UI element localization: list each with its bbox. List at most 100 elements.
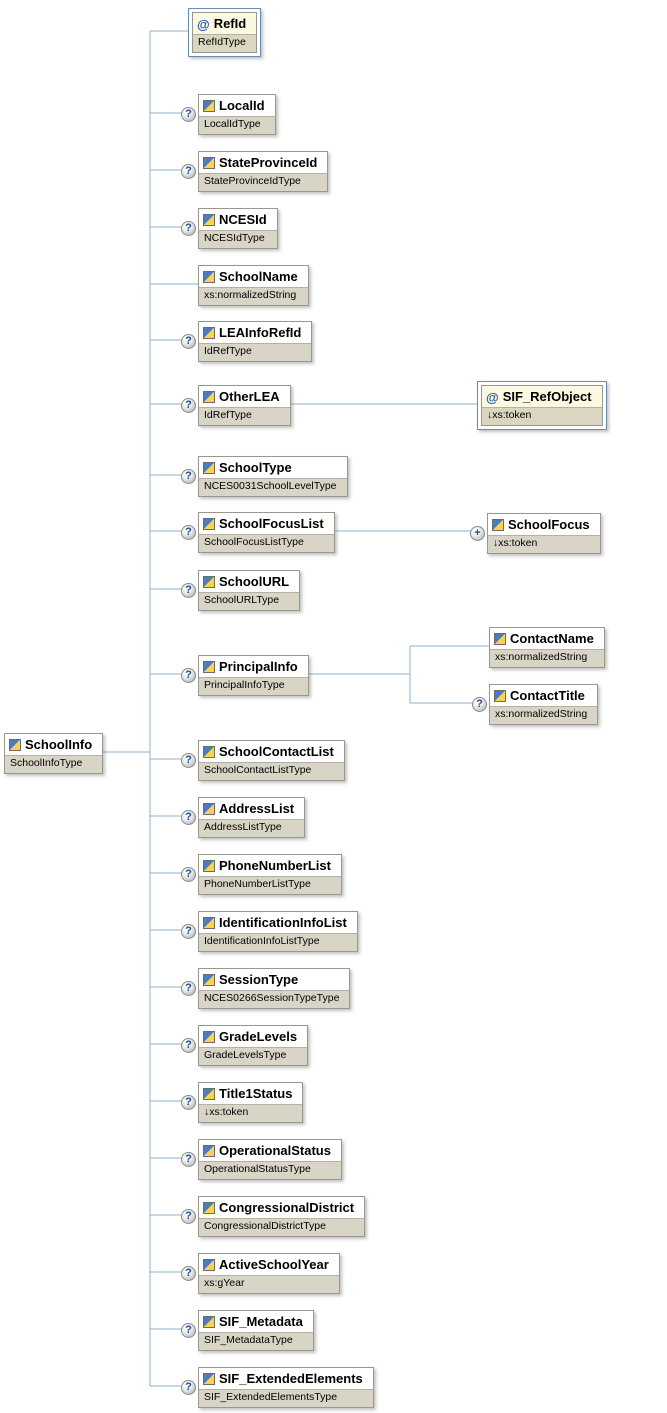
element-header: LEAInfoRefId: [199, 322, 312, 343]
element-header: IdentificationInfoList: [199, 912, 357, 933]
element-node-identificationinfolist[interactable]: ? IdentificationInfoList IdentificationI…: [181, 911, 358, 952]
optional-icon: ?: [181, 1152, 196, 1167]
element-box[interactable]: SchoolName xs:normalizedString: [198, 265, 309, 306]
element-icon: [494, 633, 506, 645]
element-box[interactable]: SchoolFocus ↓xs:token: [487, 513, 601, 554]
element-node-gradelevels[interactable]: ? GradeLevels GradeLevelsType: [181, 1025, 309, 1066]
attribute-box[interactable]: @SIF_RefObject ↓xs:token: [481, 385, 603, 426]
element-node-schoolfocuslist[interactable]: ? SchoolFocusList SchoolFocusListType: [181, 512, 335, 553]
element-node-contacttitle[interactable]: ? ContactTitle xs:normalizedString: [472, 684, 599, 725]
element-node-principalinfo[interactable]: ? PrincipalInfo PrincipalInfoType: [181, 655, 309, 696]
attribute-icon: @: [486, 389, 499, 405]
element-node-sif-extendedelements[interactable]: ? SIF_ExtendedElements SIF_ExtendedEleme…: [181, 1367, 374, 1408]
element-box[interactable]: SchoolType NCES0031SchoolLevelType: [198, 456, 348, 497]
element-node-addresslist[interactable]: ? AddressList AddressListType: [181, 797, 306, 838]
optional-icon: ?: [181, 1038, 196, 1053]
optional-icon: ?: [181, 981, 196, 996]
element-icon: [203, 391, 215, 403]
optional-icon: ?: [181, 221, 196, 236]
element-icon: [203, 1031, 215, 1043]
element-box[interactable]: ContactName xs:normalizedString: [489, 627, 605, 668]
element-type: IdentificationInfoListType: [199, 933, 357, 951]
element-icon: [203, 1259, 215, 1271]
element-node-schooltype[interactable]: ? SchoolType NCES0031SchoolLevelType: [181, 456, 348, 497]
element-node-phonenumberlist[interactable]: ? PhoneNumberList PhoneNumberListType: [181, 854, 342, 895]
element-node-schoolinfo[interactable]: SchoolInfo SchoolInfoType: [4, 733, 104, 774]
element-node-operationalstatus[interactable]: ? OperationalStatus OperationalStatusTyp…: [181, 1139, 342, 1180]
element-node-activeschoolyear[interactable]: ? ActiveSchoolYear xs:gYear: [181, 1253, 340, 1294]
element-node-title1status[interactable]: ? Title1Status ↓xs:token: [181, 1082, 304, 1123]
element-header: ContactTitle: [490, 685, 598, 706]
optional-icon: ?: [181, 107, 196, 122]
element-box[interactable]: PrincipalInfo PrincipalInfoType: [198, 655, 309, 696]
element-box[interactable]: SIF_ExtendedElements SIF_ExtendedElement…: [198, 1367, 374, 1408]
element-type: IdRefType: [199, 343, 312, 361]
element-box[interactable]: LEAInfoRefId IdRefType: [198, 321, 313, 362]
attribute-node-sif-refobject[interactable]: @SIF_RefObject ↓xs:token: [477, 381, 607, 430]
optional-icon: ?: [181, 469, 196, 484]
element-type: NCES0266SessionTypeType: [199, 990, 350, 1008]
element-header: OtherLEA: [199, 386, 290, 407]
element-box[interactable]: SchoolInfo SchoolInfoType: [4, 733, 104, 774]
element-box[interactable]: ContactTitle xs:normalizedString: [489, 684, 599, 725]
element-type: NCESIdType: [199, 230, 277, 248]
element-icon: [203, 1373, 215, 1385]
element-icon: [494, 690, 506, 702]
element-box[interactable]: CongressionalDistrict CongressionalDistr…: [198, 1196, 366, 1237]
global-highlight-frame: @RefId RefIdType: [188, 8, 262, 57]
element-name: SchoolInfo: [25, 737, 93, 752]
element-type: SchoolContactListType: [199, 762, 344, 780]
element-node-congressionaldistrict[interactable]: ? CongressionalDistrict CongressionalDis…: [181, 1196, 366, 1237]
element-node-sif-metadata[interactable]: ? SIF_Metadata SIF_MetadataType: [181, 1310, 314, 1351]
element-node-stateprovinceid[interactable]: ? StateProvinceId StateProvinceIdType: [181, 151, 329, 192]
element-name: SchoolType: [219, 460, 292, 475]
element-header: SchoolFocusList: [199, 513, 334, 534]
element-header: OperationalStatus: [199, 1140, 341, 1161]
element-name: StateProvinceId: [219, 155, 318, 170]
element-box[interactable]: GradeLevels GradeLevelsType: [198, 1025, 309, 1066]
element-box[interactable]: PhoneNumberList PhoneNumberListType: [198, 854, 342, 895]
attribute-node-refid[interactable]: @RefId RefIdType: [188, 8, 262, 57]
element-icon: [203, 1088, 215, 1100]
element-box[interactable]: Title1Status ↓xs:token: [198, 1082, 304, 1123]
attribute-box[interactable]: @RefId RefIdType: [192, 12, 258, 53]
element-name: SchoolName: [219, 269, 298, 284]
element-box[interactable]: SchoolContactList SchoolContactListType: [198, 740, 345, 781]
optional-icon: ?: [181, 398, 196, 413]
element-box[interactable]: IdentificationInfoList IdentificationInf…: [198, 911, 358, 952]
element-box[interactable]: ActiveSchoolYear xs:gYear: [198, 1253, 340, 1294]
element-type: PrincipalInfoType: [199, 677, 308, 695]
element-name: SchoolFocusList: [219, 516, 324, 531]
element-box[interactable]: SchoolURL SchoolURLType: [198, 570, 301, 611]
optional-icon: ?: [181, 583, 196, 598]
element-node-ncesid[interactable]: ? NCESId NCESIdType: [181, 208, 278, 249]
element-node-schoolfocus[interactable]: + SchoolFocus ↓xs:token: [470, 513, 601, 554]
element-header: LocalId: [199, 95, 275, 116]
element-node-otherlea[interactable]: ? OtherLEA IdRefType: [181, 385, 291, 426]
element-node-localid[interactable]: ? LocalId LocalIdType: [181, 94, 276, 135]
element-header: StateProvinceId: [199, 152, 328, 173]
element-box[interactable]: SIF_Metadata SIF_MetadataType: [198, 1310, 314, 1351]
element-box[interactable]: AddressList AddressListType: [198, 797, 306, 838]
element-box[interactable]: LocalId LocalIdType: [198, 94, 276, 135]
element-node-schoolurl[interactable]: ? SchoolURL SchoolURLType: [181, 570, 301, 611]
element-header: SessionType: [199, 969, 350, 990]
element-name: SIF_ExtendedElements: [219, 1371, 363, 1386]
optional-icon: ?: [181, 867, 196, 882]
element-name: CongressionalDistrict: [219, 1200, 355, 1215]
element-box[interactable]: OtherLEA IdRefType: [198, 385, 291, 426]
element-node-contactname[interactable]: ContactName xs:normalizedString: [489, 627, 605, 668]
element-box[interactable]: StateProvinceId StateProvinceIdType: [198, 151, 329, 192]
element-box[interactable]: SchoolFocusList SchoolFocusListType: [198, 512, 335, 553]
element-box[interactable]: OperationalStatus OperationalStatusType: [198, 1139, 342, 1180]
element-box[interactable]: NCESId NCESIdType: [198, 208, 278, 249]
element-node-sessiontype[interactable]: ? SessionType NCES0266SessionTypeType: [181, 968, 351, 1009]
element-header: SIF_Metadata: [199, 1311, 313, 1332]
element-node-leainforefid[interactable]: ? LEAInfoRefId IdRefType: [181, 321, 313, 362]
element-name: OtherLEA: [219, 389, 280, 404]
element-box[interactable]: SessionType NCES0266SessionTypeType: [198, 968, 351, 1009]
element-node-schoolname[interactable]: SchoolName xs:normalizedString: [198, 265, 309, 306]
element-node-schoolcontactlist[interactable]: ? SchoolContactList SchoolContactListTyp…: [181, 740, 345, 781]
